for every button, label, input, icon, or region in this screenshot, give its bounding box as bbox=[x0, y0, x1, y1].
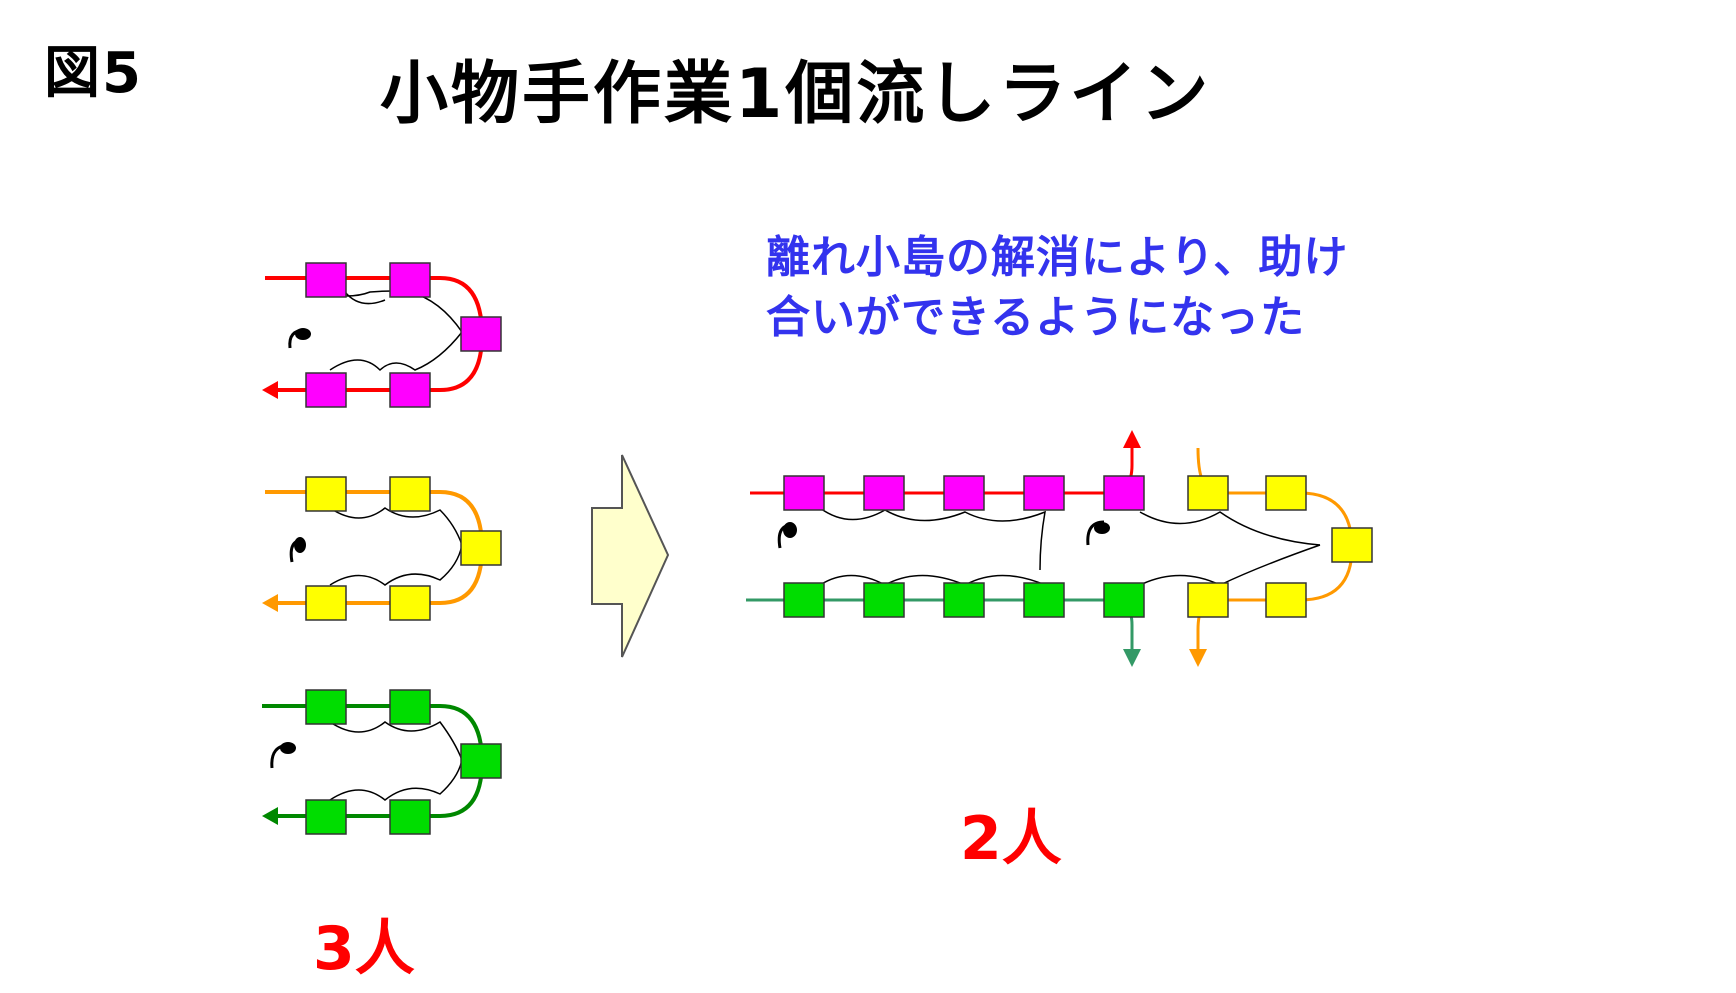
station bbox=[305, 476, 347, 512]
note-line-2: 合いができるようになった bbox=[766, 292, 1306, 343]
station bbox=[1023, 475, 1065, 511]
station bbox=[943, 582, 985, 618]
station bbox=[783, 582, 825, 618]
worker-icon bbox=[1086, 520, 1110, 546]
work-path-curves bbox=[819, 507, 1321, 586]
station bbox=[305, 262, 347, 298]
station bbox=[389, 585, 431, 621]
red-arrow-head bbox=[1123, 430, 1141, 448]
station bbox=[863, 475, 905, 511]
figure-label: 図5 bbox=[44, 41, 143, 106]
worker-icon bbox=[289, 537, 306, 563]
after-worker-count: 2人 bbox=[960, 804, 1062, 874]
station bbox=[460, 530, 502, 566]
red-arrow-head bbox=[262, 381, 278, 399]
note-line-1: 離れ小島の解消により、助け bbox=[766, 232, 1349, 283]
station bbox=[1265, 475, 1307, 511]
magenta-u-line bbox=[262, 262, 502, 408]
station bbox=[305, 585, 347, 621]
green-arrow-head bbox=[1123, 649, 1141, 667]
transition-arrow bbox=[591, 454, 670, 658]
station bbox=[783, 475, 825, 511]
station bbox=[305, 372, 347, 408]
work-path-curves bbox=[329, 507, 463, 586]
station bbox=[1187, 582, 1229, 618]
station bbox=[389, 372, 431, 408]
station bbox=[1265, 582, 1307, 618]
before-worker-count: 3人 bbox=[313, 914, 415, 984]
station bbox=[1103, 475, 1145, 511]
station bbox=[1103, 582, 1145, 618]
station bbox=[460, 743, 502, 779]
combined-line bbox=[746, 430, 1373, 667]
diagram-title: 小物手作業1個流しライン bbox=[380, 55, 1212, 134]
work-path-curves bbox=[329, 721, 463, 801]
green-flow-arrow bbox=[262, 704, 485, 818]
station bbox=[305, 689, 347, 725]
green-arrow-head bbox=[262, 807, 278, 825]
worker-icon bbox=[270, 742, 296, 769]
improvement-note: 離れ小島の解消により、助け 合いができるようになった bbox=[766, 228, 1348, 348]
station bbox=[460, 316, 502, 352]
station bbox=[389, 689, 431, 725]
station bbox=[1331, 527, 1373, 563]
station bbox=[305, 799, 347, 835]
worker-icon bbox=[288, 328, 311, 349]
station bbox=[389, 476, 431, 512]
station bbox=[943, 475, 985, 511]
green-u-line bbox=[262, 689, 502, 835]
yellow-u-line bbox=[262, 476, 502, 621]
station bbox=[1187, 475, 1229, 511]
work-path-curves bbox=[314, 290, 463, 372]
worker-icon bbox=[777, 522, 797, 549]
station bbox=[389, 262, 431, 298]
orange-arrow-head bbox=[262, 594, 278, 612]
station bbox=[389, 799, 431, 835]
station bbox=[863, 582, 905, 618]
orange-arrow-head bbox=[1189, 649, 1207, 667]
station bbox=[1023, 582, 1065, 618]
